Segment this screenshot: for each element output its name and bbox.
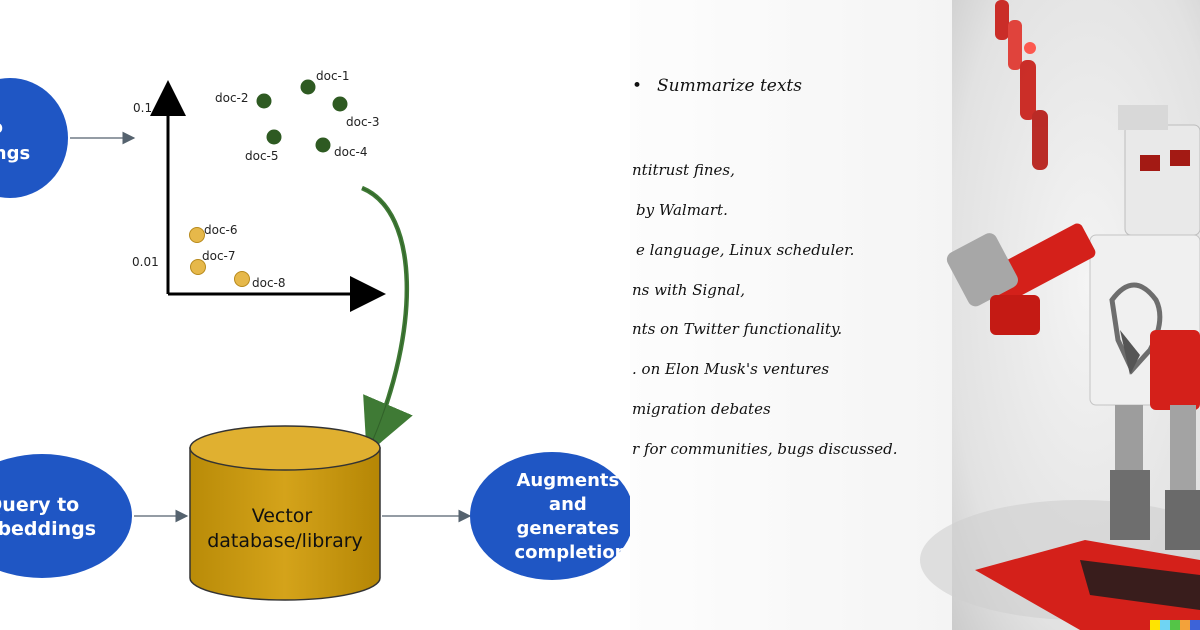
doc-2-label: doc-2	[215, 91, 249, 105]
completion-line-4: completion	[514, 542, 627, 563]
doc-2-point	[256, 93, 272, 109]
robot-photo	[920, 0, 1200, 630]
robot-arm	[946, 223, 1200, 410]
summary-line-7: migration debates	[632, 400, 771, 418]
robot-head	[1118, 105, 1200, 236]
summary-title: Summarize texts	[657, 76, 802, 96]
color-strip	[1150, 620, 1200, 630]
y-tick-0.1: 0.1	[133, 101, 152, 115]
store-arrow-edge	[361, 187, 408, 443]
completion-line-1: Augments	[516, 470, 619, 491]
doc-8-point	[234, 271, 250, 287]
summary-panel-overflow	[630, 0, 952, 630]
store-arrow	[361, 185, 413, 455]
completion-line-2: and	[549, 494, 587, 515]
doc-5-label: doc-5	[245, 149, 279, 163]
doc-points: doc-1 doc-2 doc-3 doc-4 doc-5 doc-6 doc-…	[189, 69, 380, 290]
rag-flow-diagram: o ngs 0.1 0.01 doc-1 doc-2 doc-3 doc-4 d…	[0, 69, 634, 601]
completion-bubble	[470, 452, 634, 580]
doc-5-point	[266, 129, 282, 145]
doc-6-point	[189, 227, 205, 243]
summary-text: • Summarize texts ntitrust fines, by Wal…	[632, 76, 898, 458]
doc-3-point	[332, 96, 348, 112]
bubble-top-line-1: o	[0, 117, 3, 138]
summary-line-4: ns with Signal,	[632, 281, 745, 299]
doc-1-label: doc-1	[316, 69, 350, 83]
embedding-bubble-top	[0, 78, 68, 198]
database-line-2: database/library	[207, 530, 363, 552]
red-chain	[995, 0, 1048, 170]
robot-base	[975, 540, 1200, 630]
query-bubble-line-2: nbeddings	[0, 518, 96, 540]
doc-7-point	[190, 259, 206, 275]
doc-8-label: doc-8	[252, 276, 286, 290]
y-tick-0.01: 0.01	[132, 255, 159, 269]
bubble-top-line-2: ngs	[0, 143, 30, 164]
database-line-1: Vector	[252, 505, 313, 527]
svg-text:Augments and gener: Augments and generates completion	[514, 470, 627, 563]
summary-line-6: . on Elon Musk's ventures	[632, 360, 829, 378]
doc-7-label: doc-7	[202, 249, 236, 263]
summary-line-1: ntitrust fines,	[632, 161, 735, 179]
vector-database-cylinder	[189, 425, 381, 601]
doc-4-point	[315, 137, 331, 153]
summary-line-5: nts on Twitter functionality.	[632, 320, 842, 338]
completion-line-3: generates	[517, 518, 620, 539]
summary-line-2: by Walmart.	[636, 201, 728, 219]
summary-line-8: r for communities, bugs discussed.	[632, 440, 898, 458]
doc-4-label: doc-4	[334, 145, 368, 159]
summary-bullet: •	[632, 76, 642, 96]
svg-text:Query to nbeddings: Query to nbeddings	[0, 494, 96, 540]
doc-3-label: doc-3	[346, 115, 380, 129]
summary-panel-bg	[630, 0, 952, 630]
query-bubble-line-1: Query to	[0, 494, 79, 516]
query-bubble	[0, 454, 132, 578]
svg-text:Vector database/library: Vector database/library	[207, 505, 363, 552]
summary-line-3: e language, Linux scheduler.	[636, 241, 854, 259]
svg-text:o ngs: o ngs	[0, 117, 30, 164]
robot-legs	[1110, 405, 1200, 550]
doc-6-label: doc-6	[204, 223, 238, 237]
doc-1-point	[300, 79, 316, 95]
